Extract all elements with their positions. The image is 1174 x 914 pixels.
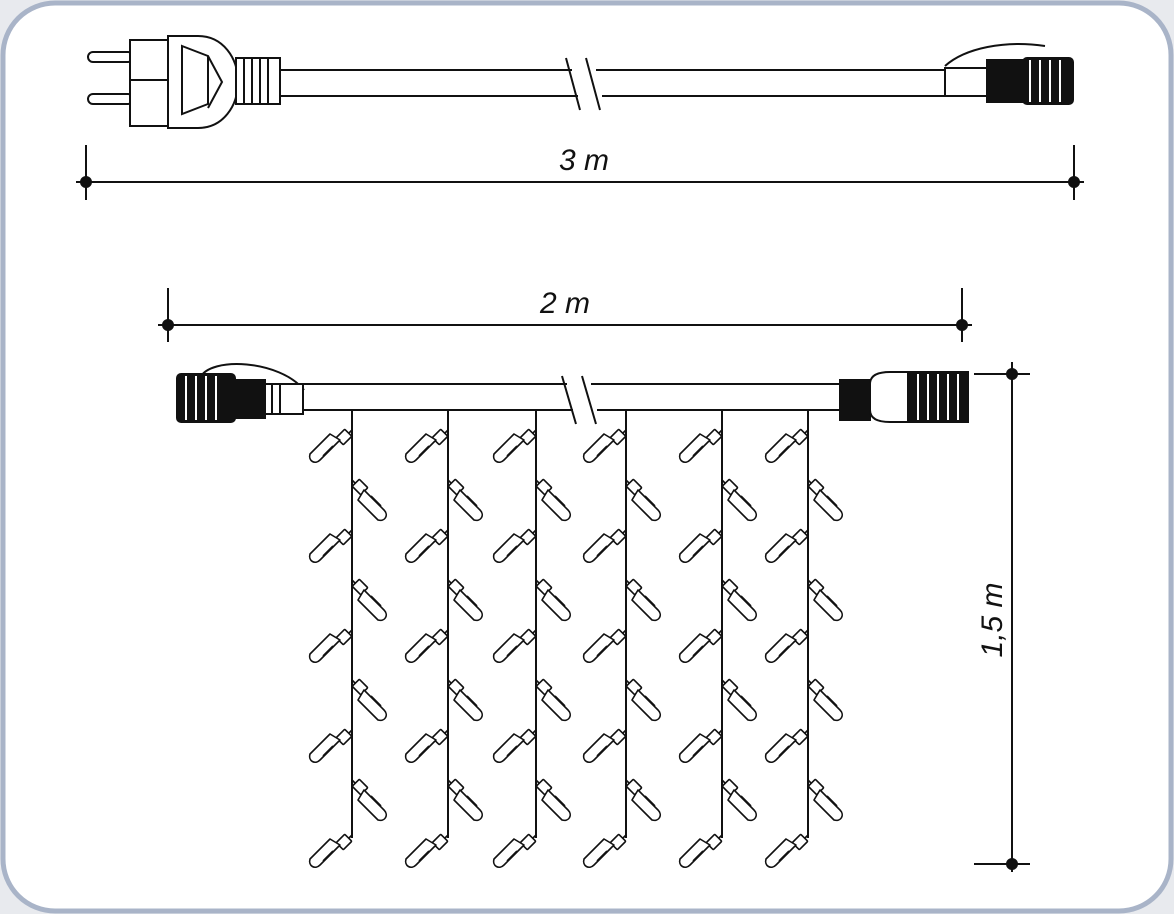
- curtain-width-label: 2 m: [539, 287, 590, 320]
- power-plug-icon: [87, 35, 281, 129]
- connector-icon: [839, 371, 969, 423]
- supply-length-dimension: [76, 145, 1084, 200]
- curtain-height-dimension: [974, 362, 1030, 872]
- connector-icon: [944, 43, 1074, 105]
- curtain-height-label: 1,5 m: [976, 582, 1009, 657]
- supply-length-label: 3 m: [559, 144, 609, 177]
- curtain-cable: [176, 363, 969, 425]
- led-strands: [308, 410, 844, 869]
- supply-cable: [87, 35, 1074, 129]
- connector-icon: [176, 363, 305, 423]
- curtain-width-dimension: [158, 288, 972, 342]
